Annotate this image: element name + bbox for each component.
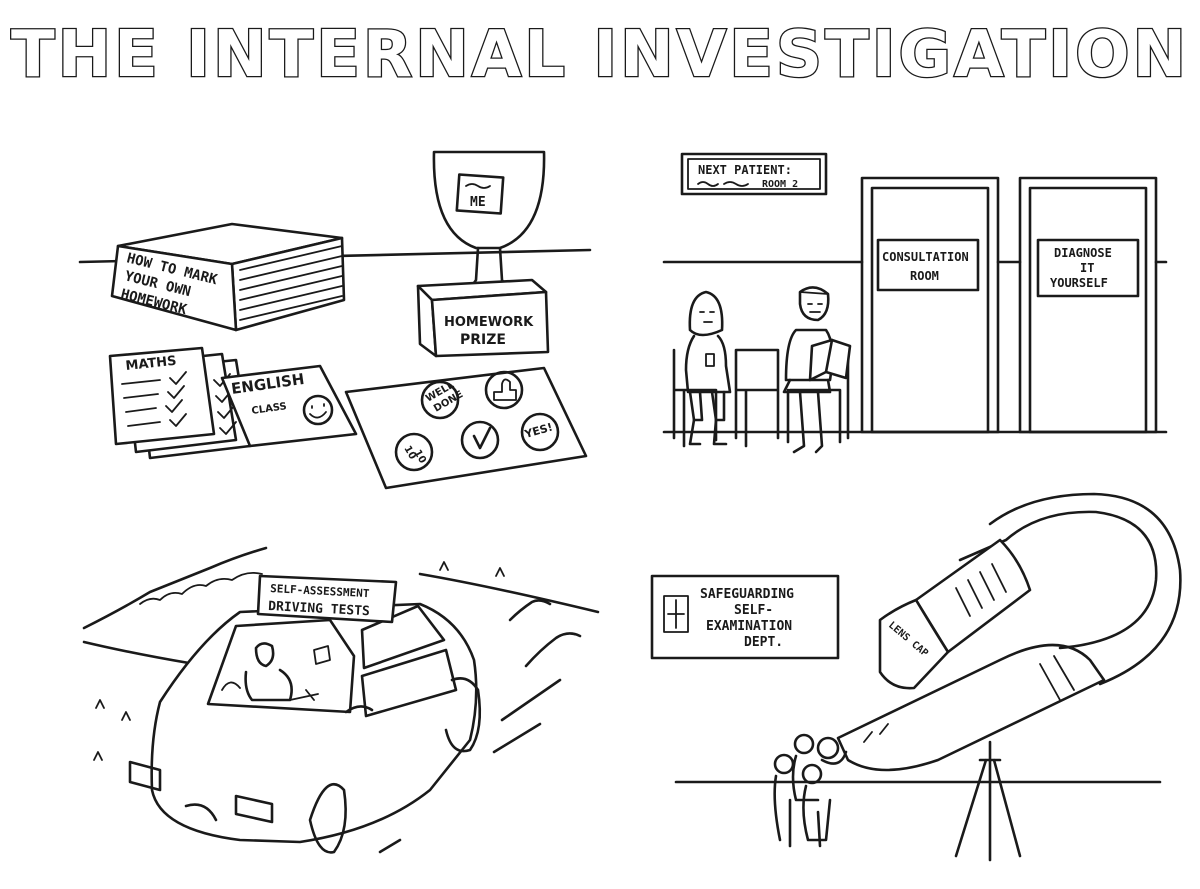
car-side-windows xyxy=(360,604,458,718)
safeguarding-line2: SELF- xyxy=(734,603,773,618)
road-far-edge xyxy=(418,572,600,614)
bushes xyxy=(139,571,263,605)
safeguarding-sign: SAFEGUARDING SELF- EXAMINATION DEPT. xyxy=(650,574,840,660)
car-headlights xyxy=(128,760,274,824)
diagnose-door-line2: IT xyxy=(1080,261,1094,275)
maths-sheet-title: MATHS xyxy=(125,354,177,374)
consultation-door-line2: ROOM xyxy=(910,269,939,283)
hill-line xyxy=(82,546,268,630)
panel-telescope: SAFEGUARDING SELF- EXAMINATION DEPT. LEN… xyxy=(650,492,1182,862)
trophy-plate-text: ME xyxy=(470,195,486,210)
panel-driving: SELF-ASSESSMENT DRIVING TESTS xyxy=(82,546,600,854)
maths-worksheets: MATHS xyxy=(108,346,252,460)
safeguarding-line1: SAFEGUARDING xyxy=(700,587,794,602)
car-front-wheel xyxy=(308,783,347,854)
road-markings xyxy=(378,678,562,854)
safeguarding-line4: DEPT. xyxy=(744,635,783,650)
children-group xyxy=(773,733,848,848)
man-reading xyxy=(782,286,852,454)
consultation-door: CONSULTATION ROOM xyxy=(860,176,1000,434)
safeguarding-line3: EXAMINATION xyxy=(706,619,792,634)
lens-cap xyxy=(878,598,950,690)
english-book: ENGLISH CLASS xyxy=(220,364,358,448)
car-grille xyxy=(184,803,218,822)
panel-doctor: NEXT PATIENT: ROOM 2 CONSULTATION ROOM D… xyxy=(662,152,1168,454)
diagnose-door: DIAGNOSE IT YOURSELF xyxy=(1018,176,1158,434)
homework-book: HOW TO MARK YOUR OWN HOMEWORK xyxy=(110,222,346,332)
roof-sign-line2: DRIVING TESTS xyxy=(268,599,371,619)
car: SELF-ASSESSMENT DRIVING TESTS xyxy=(128,574,482,854)
trophy-base-line1: HOMEWORK xyxy=(444,315,534,330)
diagnose-door-line1: DIAGNOSE xyxy=(1054,246,1112,260)
bent-telescope: LENS CAP xyxy=(836,492,1182,862)
english-subtitle: CLASS xyxy=(251,401,288,417)
panel-homework: HOW TO MARK YOUR OWN HOMEWORK ME HOMEWOR… xyxy=(78,150,592,490)
page-title: THE INTERNAL INVESTIGATION xyxy=(10,17,1190,94)
sticker-sheet: WELL DONE 10 10 YES! xyxy=(344,366,588,490)
diagnose-door-line3: YOURSELF xyxy=(1050,276,1108,290)
next-patient-sign: NEXT PATIENT: ROOM 2 xyxy=(680,152,828,196)
next-patient-label: NEXT PATIENT: xyxy=(698,163,792,177)
woman-waiting xyxy=(684,290,732,446)
consultation-door-line1: CONSULTATION xyxy=(882,250,969,264)
roof-sign-line1: SELF-ASSESSMENT xyxy=(270,582,370,600)
homework-trophy: ME HOMEWORK PRIZE xyxy=(416,150,550,358)
car-windscreen xyxy=(206,618,356,714)
next-patient-room: ROOM 2 xyxy=(762,179,798,190)
driving-roof-sign: SELF-ASSESSMENT DRIVING TESTS xyxy=(256,574,398,624)
telescope-tripod xyxy=(954,740,1022,862)
trophy-base-line2: PRIZE xyxy=(460,332,506,348)
